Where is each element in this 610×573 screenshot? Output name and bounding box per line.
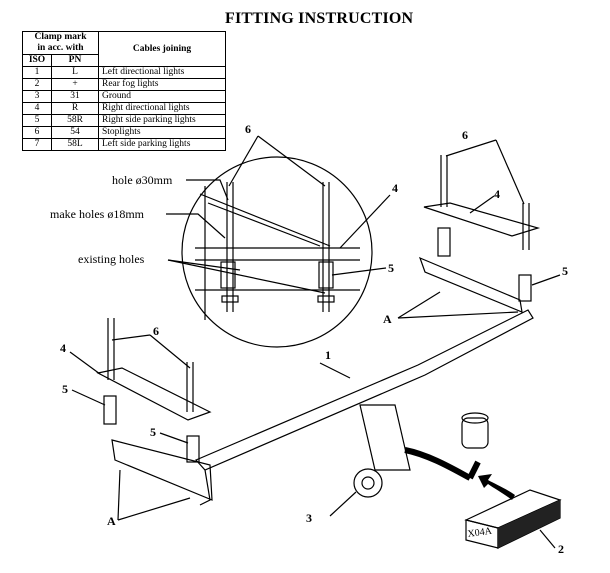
spacer-right-back: [518, 274, 532, 302]
leader-2: [539, 529, 556, 549]
crossbar-end-left: [199, 469, 211, 506]
leader-make-holes: [166, 213, 226, 239]
spacer-left-front: [103, 395, 117, 425]
label-6-right: 6: [462, 128, 468, 142]
label-5-detail: 5: [388, 261, 394, 275]
leader-1: [319, 362, 351, 379]
label-6-top: 6: [245, 122, 251, 136]
page-title: FITTING INSTRUCTION: [225, 10, 414, 27]
label-3: 3: [306, 511, 312, 525]
box-side-shade: [498, 500, 560, 548]
plate-right: [423, 202, 541, 237]
crossbar: [194, 309, 534, 471]
callout-existing-holes: existing holes: [78, 252, 145, 266]
label-a-right: A: [383, 312, 392, 326]
label-5-left: 5: [62, 382, 68, 396]
detail-spacer-left: [220, 261, 236, 289]
leader-4-top: [339, 194, 391, 249]
detail-nut-right: [317, 295, 335, 303]
header-clamp-line-2: in acc. with: [37, 43, 84, 53]
leader-a-left-2: [117, 497, 191, 521]
table-header-cables: Cables joining: [98, 31, 226, 67]
socket-center: [361, 476, 375, 490]
leader-5-left: [71, 389, 106, 406]
bracket-left-rail: [111, 439, 213, 501]
hitch-neck-rise: [467, 460, 481, 480]
label-4-left: 4: [60, 341, 66, 355]
spacer-left-back: [186, 435, 200, 463]
detail-bracket-diag1: [199, 193, 331, 247]
detail-nut-left: [221, 295, 239, 303]
leader-a-right-2: [397, 311, 519, 319]
box-label: X04A: [467, 526, 494, 540]
detail-spacer-right: [318, 261, 334, 289]
leader-4-right: [469, 195, 495, 214]
tow-ball: [461, 417, 489, 449]
leader-6-left-b: [149, 334, 191, 369]
label-1: 1: [325, 348, 331, 362]
row-iso: 7: [22, 138, 52, 151]
plate-left: [96, 367, 212, 421]
label-6-left: 6: [153, 324, 159, 338]
socket: [353, 468, 383, 498]
install-arrow-icon: [478, 474, 515, 500]
callout-hole: hole ø30mm: [112, 173, 173, 187]
leader-a-right-1: [397, 291, 441, 319]
hitch-mount: [359, 404, 411, 471]
leader-a-left-1: [117, 469, 121, 521]
label-5-right: 5: [562, 264, 568, 278]
leader-3: [329, 491, 357, 517]
table-header-clamp-mark: Clamp mark in acc. with: [22, 31, 99, 55]
leader-existing-1: [167, 259, 241, 271]
leader-existing-2: [167, 259, 326, 294]
label-a-left: A: [107, 514, 116, 528]
callout-make-holes: make holes ø18mm: [50, 207, 145, 221]
leader-6-b: [257, 135, 326, 187]
label-4-right: 4: [494, 187, 500, 201]
spacer-right-front: [437, 227, 451, 257]
detail-bracket-diag2: [207, 202, 321, 247]
bracket-right-rail: [418, 256, 523, 313]
leader-6-right-a: [445, 139, 497, 157]
tow-ball-cap: [461, 412, 489, 424]
leader-6-right-b: [495, 139, 525, 205]
leader-6-a: [228, 135, 259, 187]
leader-5-right: [531, 274, 561, 286]
leader-6-left-a: [111, 334, 151, 341]
detail-circle: [181, 156, 373, 348]
leader-4-left: [69, 351, 101, 375]
label-5-left-b: 5: [150, 425, 156, 439]
cable-joining-table: Clamp mark in acc. with Cables joining I…: [22, 31, 226, 151]
header-clamp-line-1: Clamp mark: [34, 32, 87, 42]
row-desc: Left side parking lights: [98, 138, 226, 151]
label-4-detail: 4: [392, 181, 398, 195]
leader-5-detail: [331, 267, 387, 276]
label-2: 2: [558, 542, 564, 556]
leader-hole: [186, 179, 229, 201]
hitch-neck: [404, 447, 472, 481]
leader-5-left-b: [159, 432, 189, 444]
